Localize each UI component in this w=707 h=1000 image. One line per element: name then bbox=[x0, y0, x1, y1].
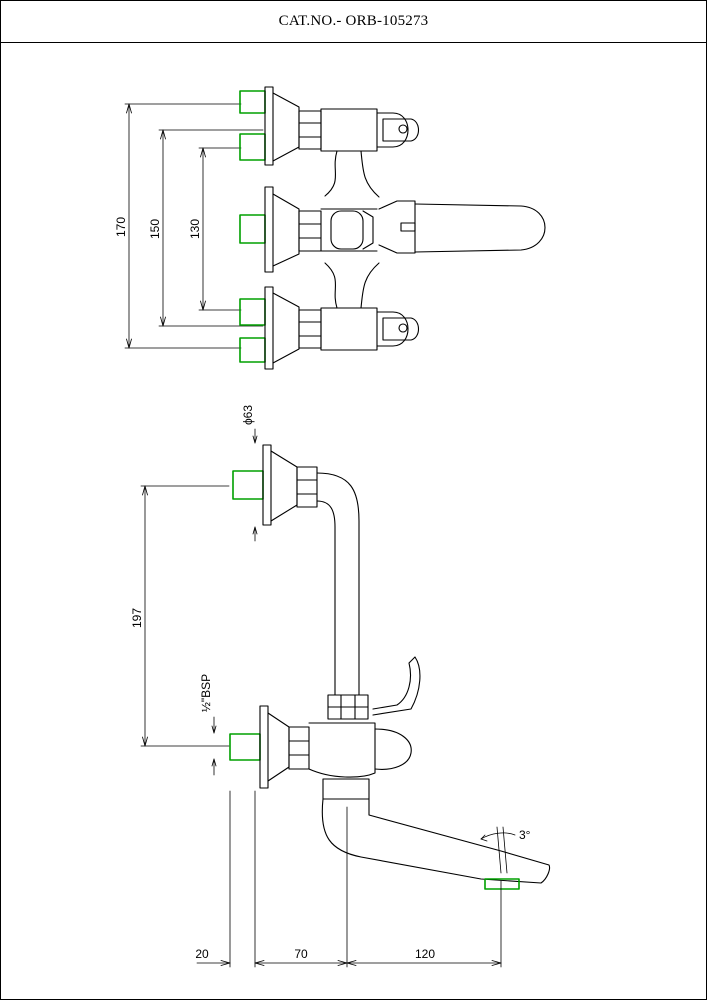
bsp-dimension bbox=[211, 716, 217, 776]
angle-marker bbox=[480, 826, 516, 874]
dim-angle-label: 3° bbox=[519, 828, 531, 842]
dim-bsp-label: ½"BSP bbox=[199, 674, 213, 712]
side-view bbox=[140, 428, 551, 968]
dim-70-label: 70 bbox=[294, 947, 308, 961]
dim-170-label: 170 bbox=[114, 217, 128, 237]
catalog-number-title: CAT.NO.- ORB-105273 bbox=[1, 1, 706, 43]
front-view bbox=[124, 86, 546, 370]
dim-phi63-label: ϕ63 bbox=[241, 405, 255, 425]
front-dimension-lines bbox=[124, 103, 264, 349]
front-flanges bbox=[264, 86, 300, 370]
side-lower-inlet bbox=[229, 705, 310, 789]
front-connectors bbox=[239, 90, 266, 363]
side-lever bbox=[372, 656, 421, 716]
side-upper-inlet bbox=[232, 444, 360, 696]
d197-dimension bbox=[140, 485, 230, 747]
dim-150-label: 150 bbox=[148, 219, 162, 239]
side-spout bbox=[321, 778, 551, 890]
dim-130-label: 130 bbox=[188, 219, 202, 239]
front-body bbox=[320, 108, 420, 351]
front-hex-nuts bbox=[298, 110, 322, 349]
side-valve-body bbox=[308, 694, 412, 778]
dim-120-label: 120 bbox=[415, 947, 435, 961]
dim-197-label: 197 bbox=[130, 608, 144, 628]
bottom-dimension bbox=[196, 790, 502, 968]
front-lever-handle bbox=[378, 200, 546, 254]
phi63-dimension bbox=[252, 428, 258, 542]
dim-20-label: 20 bbox=[195, 947, 209, 961]
